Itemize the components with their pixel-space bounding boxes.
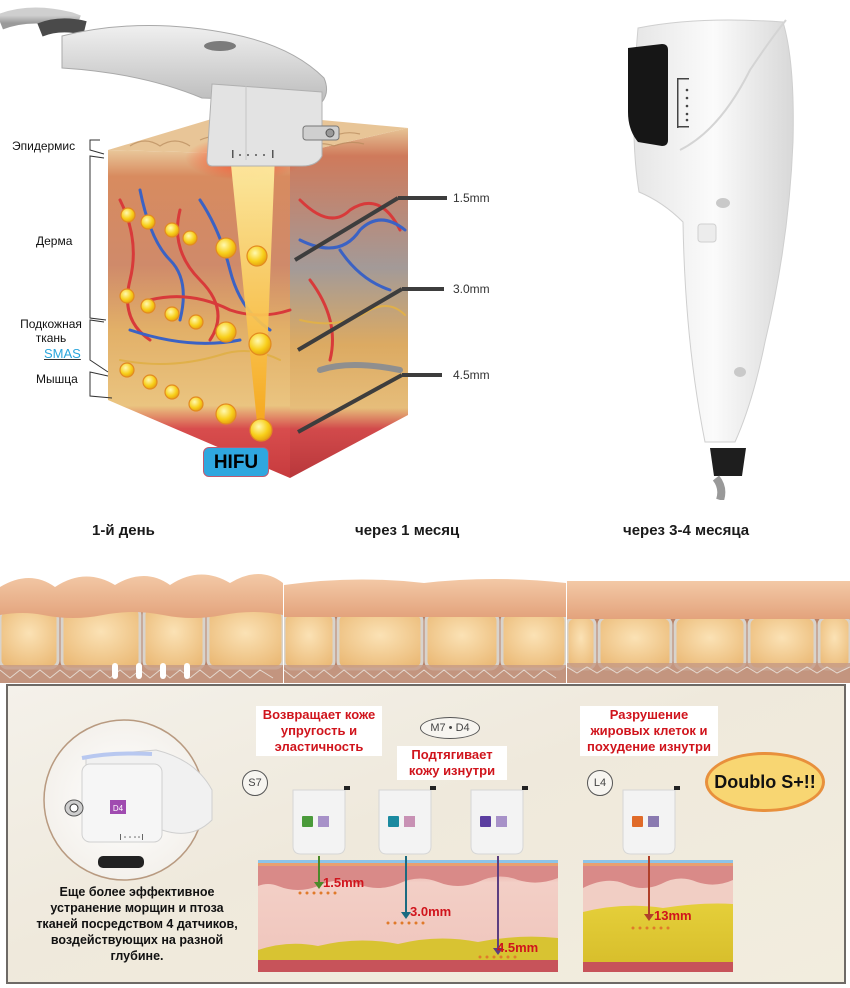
depth-label-3-0mm: 3.0mm	[453, 282, 490, 296]
result-stage-title: через 3-4 месяца	[623, 522, 750, 539]
layer-label-dermis: Дерма	[36, 234, 73, 248]
skin-result-panel-3-4-months	[567, 555, 850, 683]
tag-l4: L4	[587, 770, 613, 796]
layer-label-muscle: Мышца	[36, 372, 78, 386]
result-stage-title: 1-й день	[92, 522, 155, 539]
doublo-brand-badge: Doublo S+!!	[705, 752, 825, 812]
result-stage-title: через 1 месяц	[355, 522, 460, 539]
tag-m7-d4: M7 • D4	[420, 717, 480, 739]
depth-diagram-s7-m7-d4	[258, 786, 558, 972]
depth-label-l4: 13mm	[654, 908, 692, 923]
layer-label-epidermis: Эпидермис	[12, 139, 76, 153]
cartridge-description: Еще более эффективное устранение морщин …	[36, 885, 238, 963]
skin-result-panel-1-month	[284, 555, 566, 683]
callout-elasticity: Возвращает коже упругость и эластичность	[256, 706, 382, 756]
callout-lifting: Подтягивает кожу изнутри	[397, 746, 507, 780]
layer-label-subcutaneous: Подкожная ткань	[20, 317, 82, 345]
depth-label-1-5mm: 1.5mm	[453, 191, 490, 205]
tag-s7: S7	[242, 770, 268, 796]
depth-label-4-5mm: 4.5mm	[453, 368, 490, 382]
hifu-skin-diagram	[0, 7, 447, 478]
depth-label-m7: 3.0mm	[410, 904, 452, 919]
depth-label-d4: 4.5mm	[497, 940, 539, 955]
handpiece-closeup-image: D4	[43, 719, 213, 881]
transducer-m7	[378, 786, 436, 855]
depth-diagram-l4	[583, 786, 733, 972]
handpiece-product-image	[628, 19, 794, 500]
transducer-s7	[292, 786, 350, 855]
callout-fat-reduction: Разрушение жировых клеток и похудение из…	[580, 706, 718, 756]
depth-label-s7: 1.5mm	[323, 875, 365, 890]
skin-result-panel-day1	[0, 555, 283, 683]
layer-label-smas: SMAS	[44, 346, 81, 361]
hifu-badge: HIFU	[203, 447, 269, 477]
transducer-d4	[470, 786, 528, 855]
handpiece-tag-text: D4	[113, 804, 124, 813]
transducer-l4	[622, 786, 680, 855]
